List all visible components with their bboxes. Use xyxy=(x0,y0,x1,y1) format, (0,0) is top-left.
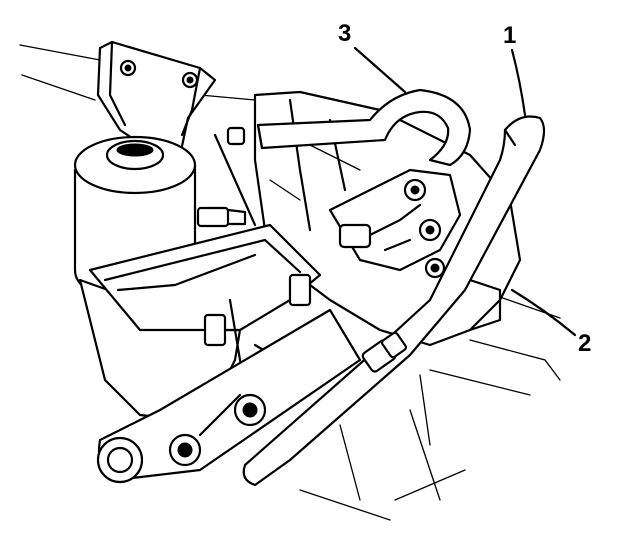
cylinder-bore xyxy=(96,308,362,484)
callout-label-3: 3 xyxy=(338,20,352,47)
callout-label-1: 1 xyxy=(503,22,517,49)
callout-label-2: 2 xyxy=(578,330,592,357)
brake-hose xyxy=(256,88,472,167)
brake-line-tube xyxy=(242,115,546,487)
leader-lines xyxy=(353,46,577,337)
vacuum-fitting xyxy=(196,126,257,228)
mounting-bracket xyxy=(96,40,217,167)
valve-cluster xyxy=(328,168,462,279)
